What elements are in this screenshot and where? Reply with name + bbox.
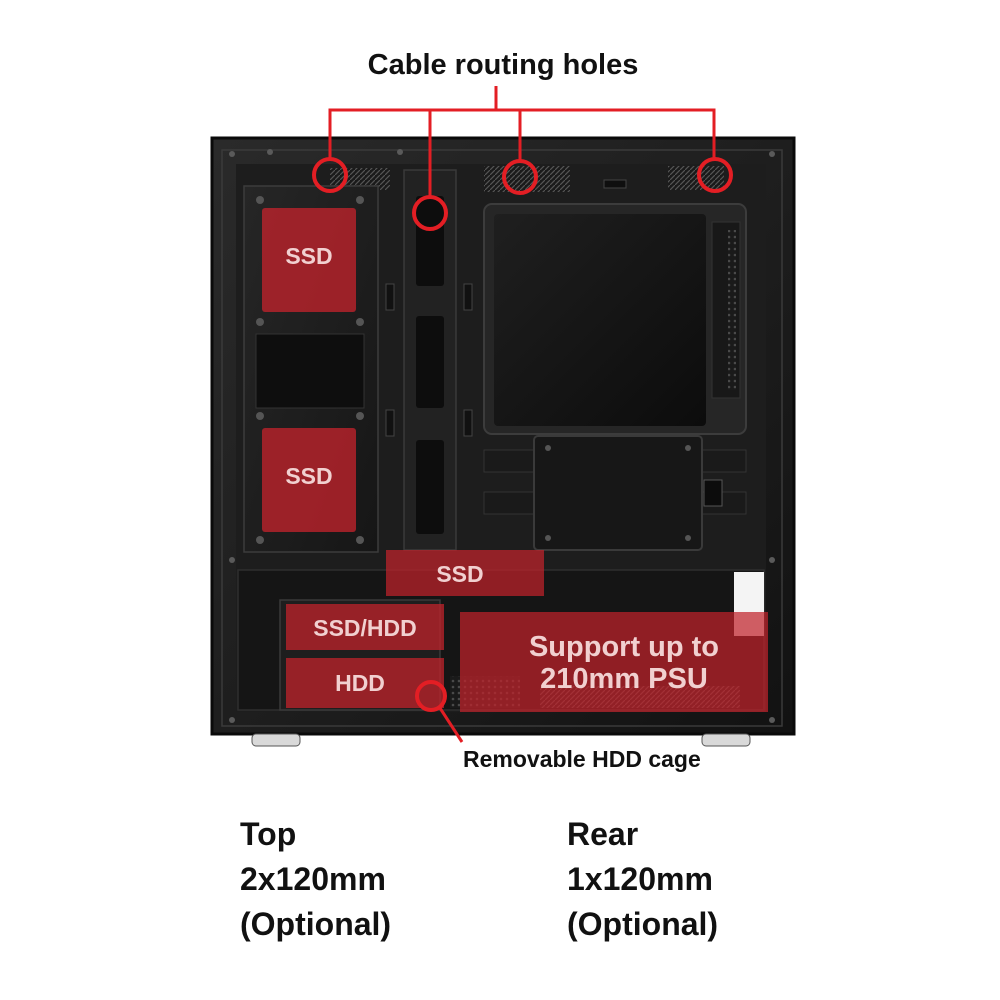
motherboard-cutout [483,203,747,435]
bay-overlays [262,208,768,712]
ssd-bottom-label: SSD [436,561,483,587]
top-fan-note: (Optional) [240,906,392,942]
cable-hole-1 [312,157,348,193]
cable-hole-2 [412,195,448,231]
rear-fan-spec: Rear 1x120mm (Optional) [567,812,718,947]
cable-hole-3 [502,159,538,195]
hdd-label: HDD [335,670,385,696]
hdd-cage-title: Removable HDD cage [463,746,701,772]
cable-hole-4 [697,157,733,193]
rear-fan-note: (Optional) [567,906,719,942]
ssd-upper-label: SSD [285,243,332,269]
psu-label-line1: Support up to [529,631,719,663]
cable-routing-holes [312,157,733,231]
rear-fan-size: 1x120mm [567,861,713,897]
ssd-bay-lower [262,428,356,532]
hdd-cage-callout [415,680,464,743]
psu-area [460,612,768,712]
ssd-hdd-bay [286,604,444,650]
top-fan-size: 2x120mm [240,861,386,897]
psu-label-line2: 210mm PSU [540,663,708,695]
ssd-bay-upper [262,208,356,312]
cable-routing-callout [328,86,716,196]
backplate-area [483,435,747,551]
ssd-bay-bottom [386,550,544,596]
ssd-hdd-label: SSD/HDD [313,615,417,641]
top-fan-spec: Top 2x120mm (Optional) [240,812,391,947]
cable-routing-title: Cable routing holes [368,49,639,81]
cable-channel [385,169,473,551]
rear-fan-title: Rear [567,816,639,852]
ssd-lower-label: SSD [285,463,332,489]
top-fan-title: Top [240,816,297,852]
case-feet [251,733,751,747]
